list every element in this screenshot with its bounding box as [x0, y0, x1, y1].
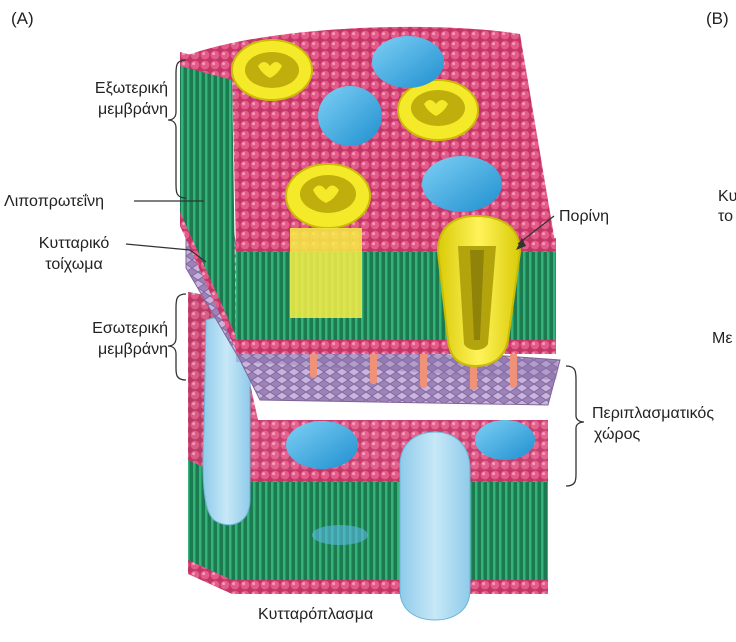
label-inner-membrane: Εσωτερική μεμβράνη	[40, 318, 168, 360]
cropped-text-b3: Με	[712, 328, 732, 349]
label-outer-membrane: Εξωτερική μεμβράνη	[40, 78, 168, 120]
label-periplasmic-line1: Περιπλασματικός	[592, 403, 732, 424]
label-lipoprotein: Λιποπρωτεΐνη	[4, 191, 104, 212]
inner-membrane-bracket	[168, 294, 186, 380]
label-porin: Πορίνη	[559, 206, 609, 227]
label-periplasmic-line2: χώρος	[592, 424, 732, 445]
label-cell-wall-line1: Κυτταρικό	[12, 233, 136, 254]
outer-protein	[422, 156, 502, 212]
label-inner-membrane-line2: μεμβράνη	[40, 339, 168, 360]
label-cell-wall-line2: τοίχωμα	[12, 254, 136, 275]
inner-protein	[286, 421, 358, 469]
transmembrane-protein	[400, 432, 470, 620]
outer-protein	[372, 36, 444, 88]
panel-label-b: (B)	[706, 8, 729, 29]
cropped-text-b1: Κυ	[718, 186, 736, 207]
outer-protein	[318, 86, 382, 146]
periplasmic-bracket	[566, 366, 584, 486]
label-periplasmic-space: Περιπλασματικός χώρος	[592, 403, 732, 445]
label-outer-membrane-line2: μεμβράνη	[40, 99, 168, 120]
porin-top	[232, 40, 312, 100]
label-inner-membrane-line1: Εσωτερική	[40, 318, 168, 339]
porin-top	[286, 164, 370, 228]
label-cytoplasm: Κυτταρόπλασμα	[258, 604, 373, 625]
label-cell-wall: Κυτταρικό τοίχωμα	[12, 233, 136, 275]
porin-top	[398, 80, 478, 140]
outer-membrane-block	[180, 27, 556, 366]
label-outer-membrane-line1: Εξωτερική	[40, 78, 168, 99]
inner-protein	[475, 420, 535, 460]
cropped-text-b2: το	[718, 206, 733, 227]
porin-cutaway	[438, 216, 520, 366]
panel-label-a: (A)	[11, 8, 34, 29]
